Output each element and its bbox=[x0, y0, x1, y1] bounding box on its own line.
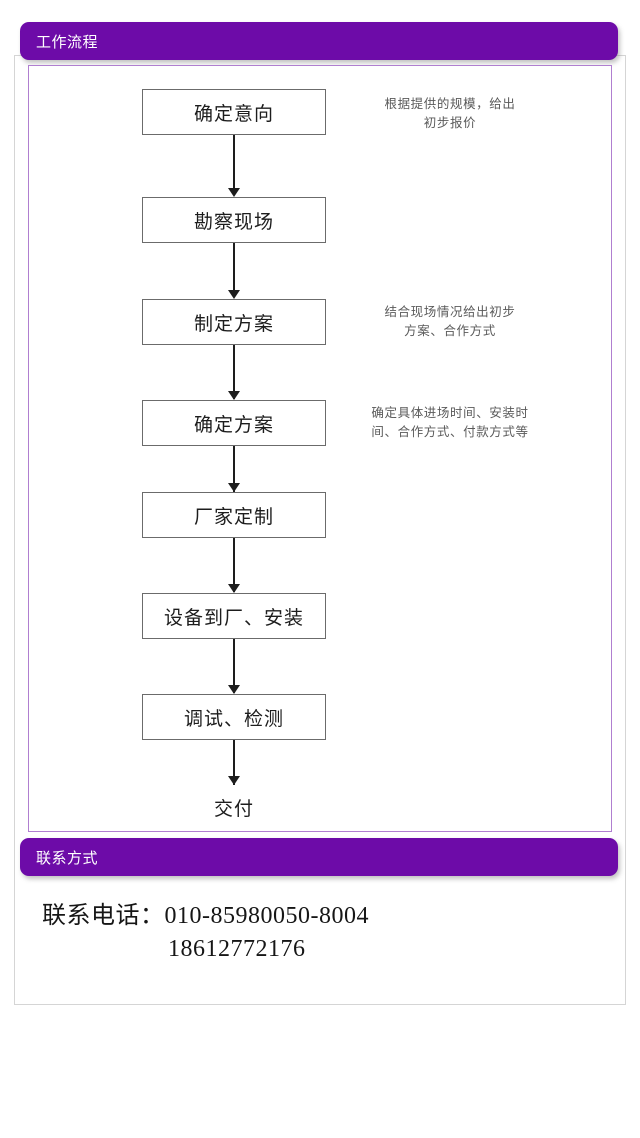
connector-2-3 bbox=[233, 243, 235, 296]
connector-1-2 bbox=[233, 135, 235, 188]
section-header-contact: 联系方式 bbox=[20, 838, 618, 876]
connector-7-8 bbox=[233, 740, 235, 785]
flow-annotation-3-line2: 方案、合作方式 bbox=[404, 324, 496, 338]
flow-node-8-terminal: 交付 bbox=[142, 790, 326, 824]
flow-annotation-1: 根据提供的规模，给出 初步报价 bbox=[338, 95, 562, 133]
flow-node-6: 设备到厂、安装 bbox=[142, 593, 326, 639]
connector-6-7 bbox=[233, 639, 235, 693]
flow-node-1: 确定意向 bbox=[142, 89, 326, 135]
flow-annotation-3-line1: 结合现场情况给出初步 bbox=[384, 305, 516, 319]
flow-annotation-4-line1: 确定具体进场时间、安装时 bbox=[371, 406, 529, 420]
arrow-head-1-2 bbox=[228, 188, 240, 197]
flow-node-4: 确定方案 bbox=[142, 400, 326, 446]
flow-node-2: 勘察现场 bbox=[142, 197, 326, 243]
flow-node-6-label: 设备到厂、安装 bbox=[163, 607, 304, 629]
connector-4-5 bbox=[233, 446, 235, 500]
arrow-head-2-3 bbox=[228, 290, 240, 299]
flow-node-8-label: 交付 bbox=[213, 798, 254, 820]
flow-node-4-label: 确定方案 bbox=[193, 414, 274, 436]
arrow-head-5-6 bbox=[228, 584, 240, 593]
flow-node-7: 调试、检测 bbox=[142, 694, 326, 740]
contact-details: 联系电话：010-85980050-8004 18612772176 bbox=[28, 895, 612, 963]
arrow-head-3-4 bbox=[228, 391, 240, 400]
arrow-head-6-7 bbox=[228, 685, 240, 694]
arrow-head-4-5 bbox=[228, 483, 240, 492]
flow-annotation-1-line1: 根据提供的规模，给出 bbox=[384, 97, 516, 111]
flow-node-3-label: 制定方案 bbox=[193, 313, 274, 335]
flow-annotation-3: 结合现场情况给出初步 方案、合作方式 bbox=[338, 303, 562, 341]
flow-annotation-1-line2: 初步报价 bbox=[423, 116, 477, 130]
section-title-contact: 联系方式 bbox=[36, 850, 99, 867]
connector-3-4 bbox=[233, 345, 235, 399]
flow-node-5-label: 厂家定制 bbox=[193, 506, 274, 528]
flow-node-1-label: 确定意向 bbox=[193, 103, 274, 125]
contact-phone-primary: 联系电话：010-85980050-8004 bbox=[42, 903, 369, 929]
flow-annotation-4-line2: 间、合作方式、付款方式等 bbox=[371, 425, 529, 439]
flow-node-2-label: 勘察现场 bbox=[193, 211, 274, 233]
flow-node-7-label: 调试、检测 bbox=[183, 708, 284, 730]
flow-node-5: 厂家定制 bbox=[142, 492, 326, 538]
section-header-workflow: 工作流程 bbox=[20, 22, 618, 60]
contact-phone-secondary: 18612772176 bbox=[168, 936, 306, 962]
flow-annotation-4: 确定具体进场时间、安装时 间、合作方式、付款方式等 bbox=[338, 404, 562, 442]
connector-5-6 bbox=[233, 538, 235, 592]
arrow-head-7-8 bbox=[228, 776, 240, 785]
flow-node-3: 制定方案 bbox=[142, 299, 326, 345]
section-title-workflow: 工作流程 bbox=[36, 34, 99, 51]
